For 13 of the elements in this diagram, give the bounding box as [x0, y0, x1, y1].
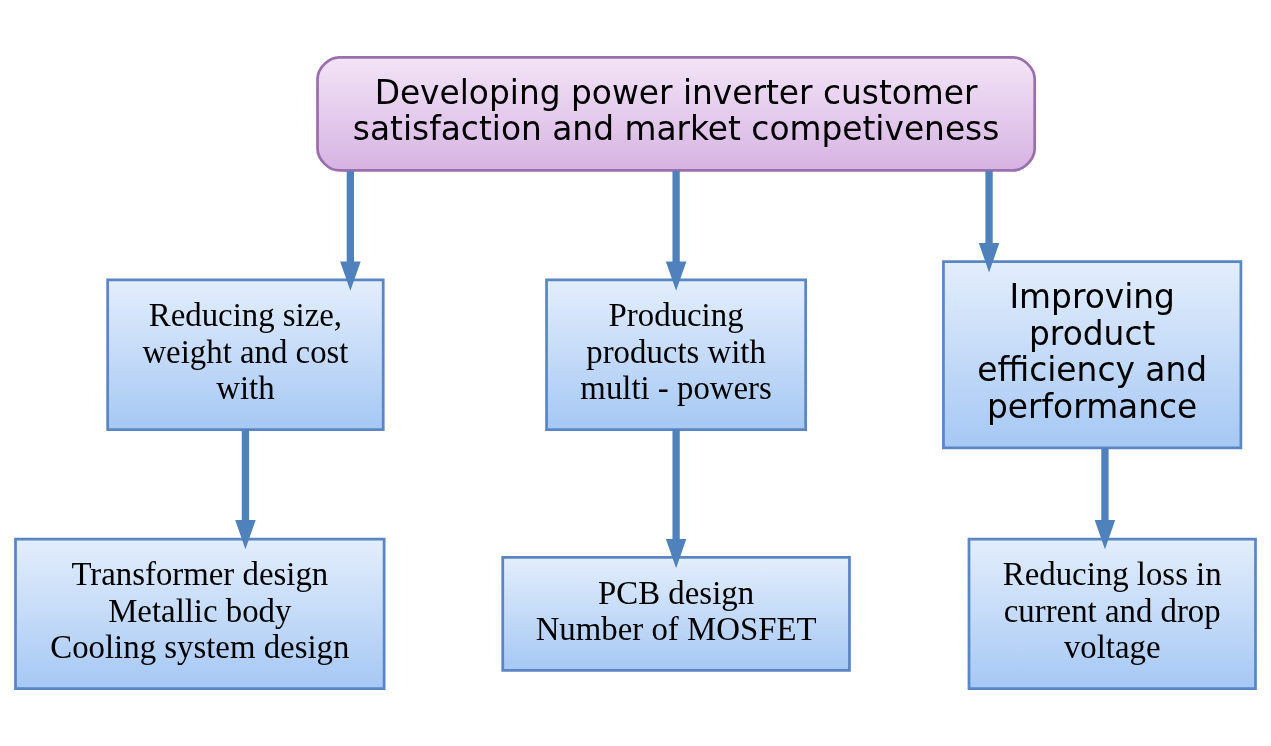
- arrow: [1094, 448, 1116, 550]
- arrow: [978, 170, 1000, 273]
- node-box: Producing products with multi - powers: [545, 278, 808, 431]
- arrow: [665, 429, 687, 569]
- arrow: [665, 170, 687, 291]
- arrow: [235, 429, 256, 550]
- node-box: PCB design Number of MOSFET: [501, 555, 851, 672]
- arrow: [340, 170, 361, 291]
- node-box: Transformer design Metallic body Cooling system design: [14, 537, 386, 691]
- node-box: Reducing loss in current and drop voltage: [967, 537, 1257, 691]
- node-box: Reducing size, weight and cost with: [106, 278, 385, 431]
- node-box: Developing power inverter customer satisfaction and market competiveness: [316, 55, 1037, 172]
- node-box: Improving product efficiency and performance: [942, 260, 1243, 450]
